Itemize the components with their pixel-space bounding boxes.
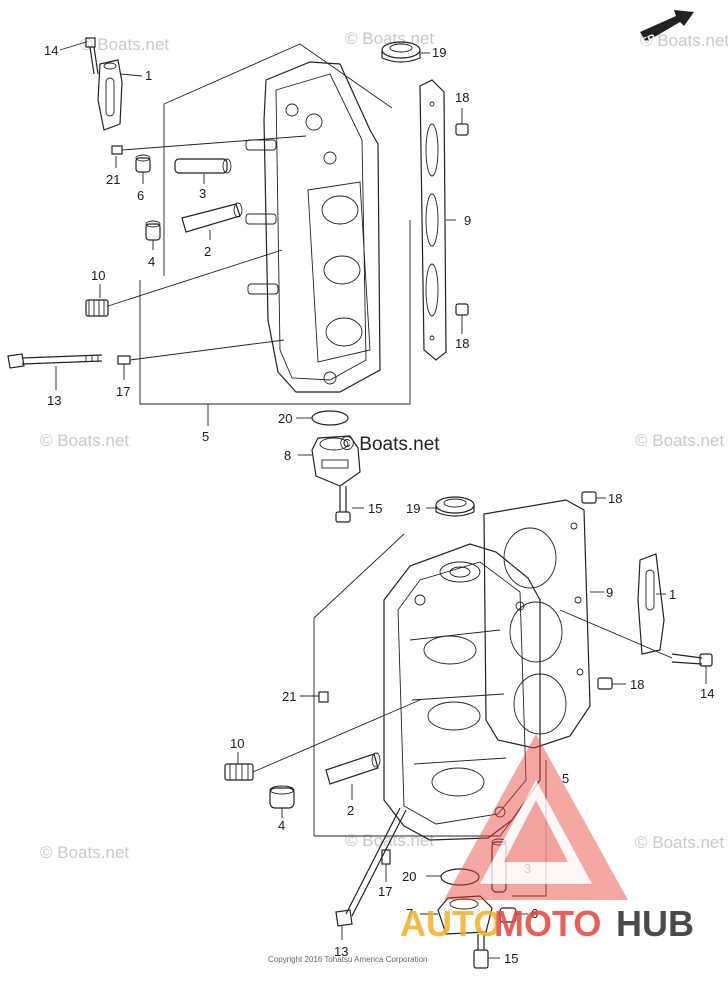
watermark-5: © Boats.net xyxy=(635,431,724,450)
bracket-part-1-upper xyxy=(97,59,123,131)
watermark-7: © Boats.net xyxy=(345,831,434,850)
o-ring-part-20-lower xyxy=(440,868,480,886)
watermark-4: © Boats.net xyxy=(40,431,129,450)
front-arrow-icon xyxy=(640,10,694,42)
logo-text-moto: MOTO xyxy=(494,903,601,944)
label-15-upper: 15 xyxy=(368,501,382,516)
label-14-upper: 14 xyxy=(44,43,58,58)
bolt-part-14-lower xyxy=(671,653,713,667)
dowel-pin-part-17-upper xyxy=(117,355,131,365)
bracket-part-1-lower xyxy=(637,553,665,655)
dowel-part-18-upper-b xyxy=(455,303,469,316)
group-bracket-5-upper xyxy=(139,43,411,405)
watermarks: © Boats.net © Boats.net © Boats.net © Bo… xyxy=(40,29,728,862)
cap-part-6-upper xyxy=(135,154,151,173)
label-19-lower: 19 xyxy=(406,501,420,516)
dowel-pin-part-21-lower xyxy=(318,691,329,703)
label-18-lower-b: 18 xyxy=(630,677,644,692)
label-17-lower: 17 xyxy=(378,884,392,899)
label-1-lower: 1 xyxy=(669,587,676,602)
upper-cylinder-head-group xyxy=(7,37,469,523)
label-9-lower: 9 xyxy=(606,585,613,600)
label-5-upper: 5 xyxy=(202,429,209,444)
head-gasket-part-9-lower xyxy=(483,499,591,749)
cover-part-8 xyxy=(311,435,361,487)
leader-lines xyxy=(55,41,707,959)
label-20-lower: 20 xyxy=(402,869,416,884)
label-10-upper: 10 xyxy=(91,268,105,283)
valve-guide-part-3-upper xyxy=(174,158,232,174)
dowel-part-18-lower-a xyxy=(581,491,597,504)
label-8: 8 xyxy=(284,448,291,463)
main-watermark: © Boats.net xyxy=(340,434,440,455)
bolt-part-13-lower xyxy=(335,807,407,927)
label-17-upper: 17 xyxy=(116,384,130,399)
bolt-part-14-upper xyxy=(85,37,99,75)
label-2-upper: 2 xyxy=(204,244,211,259)
cap-part-6-lower xyxy=(499,907,517,923)
label-14-lower: 14 xyxy=(700,686,714,701)
dowel-part-18-upper-a xyxy=(455,123,469,136)
head-gasket-part-9-upper xyxy=(419,79,447,361)
label-18-upper-b: 18 xyxy=(455,336,469,351)
watermark-3: © Boats.net xyxy=(640,31,728,50)
o-ring-part-20-upper xyxy=(311,410,349,426)
watermark-6: © Boats.net xyxy=(40,843,129,862)
label-21-upper: 21 xyxy=(106,172,120,187)
dowel-part-18-lower-b xyxy=(597,677,613,690)
logo-text-auto: AUTO xyxy=(400,903,501,944)
label-4-upper: 4 xyxy=(148,254,155,269)
dowel-pin-part-21-upper xyxy=(111,145,123,155)
bolt-part-15-upper xyxy=(335,486,351,523)
group-bracket-5-lower-tick xyxy=(499,760,547,837)
cap-part-4-lower xyxy=(269,785,295,809)
spring-part-10-upper xyxy=(85,299,109,317)
label-6-upper: 6 xyxy=(137,188,144,203)
label-4-lower: 4 xyxy=(278,818,285,833)
valve-guide-part-2-upper xyxy=(181,202,243,233)
label-13-lower: 13 xyxy=(334,944,348,959)
valve-guide-part-2-lower xyxy=(325,752,381,785)
label-21-lower: 21 xyxy=(282,689,296,704)
label-15-lower: 15 xyxy=(504,951,518,966)
label-3-upper: 3 xyxy=(199,186,206,201)
label-9-upper: 9 xyxy=(464,213,471,228)
oil-seal-part-19-lower xyxy=(435,496,475,517)
watermark-1: © Boats.net xyxy=(80,35,169,54)
label-20-upper: 20 xyxy=(278,411,292,426)
watermark-8: © Boats.net xyxy=(635,833,724,852)
logo-text-hub: HUB xyxy=(616,903,694,944)
bolt-part-15-lower xyxy=(473,934,489,969)
label-7: 7 xyxy=(406,906,413,921)
watermark-2: © Boats.net xyxy=(345,29,434,48)
label-6-lower: 6 xyxy=(531,906,538,921)
cap-part-4-upper xyxy=(145,220,161,241)
label-18-upper-a: 18 xyxy=(455,90,469,105)
label-13-upper: 13 xyxy=(47,393,61,408)
label-2-lower: 2 xyxy=(347,803,354,818)
label-5-lower: 5 xyxy=(562,771,569,786)
oil-seal-part-19-upper xyxy=(381,41,421,63)
cylinder-head-part-5-lower xyxy=(383,543,541,841)
dowel-pin-part-17-lower xyxy=(381,849,391,865)
automotohub-logo: AUTO MOTO HUB xyxy=(400,734,694,944)
copyright-notice: Copyright 2016 Tohatsu America Corporati… xyxy=(268,955,428,964)
label-10-lower: 10 xyxy=(230,736,244,751)
label-1-upper: 1 xyxy=(145,68,152,83)
cover-part-7 xyxy=(437,895,493,935)
bolt-part-13-upper xyxy=(7,353,103,369)
label-19-upper: 19 xyxy=(432,45,446,60)
cylinder-head-part-5-upper xyxy=(245,61,381,393)
label-18-lower-a: 18 xyxy=(608,491,622,506)
part-number-labels: 14 1 19 18 21 6 3 9 4 2 10 18 13 17 5 20… xyxy=(44,43,714,966)
spring-part-10-lower xyxy=(224,763,254,781)
